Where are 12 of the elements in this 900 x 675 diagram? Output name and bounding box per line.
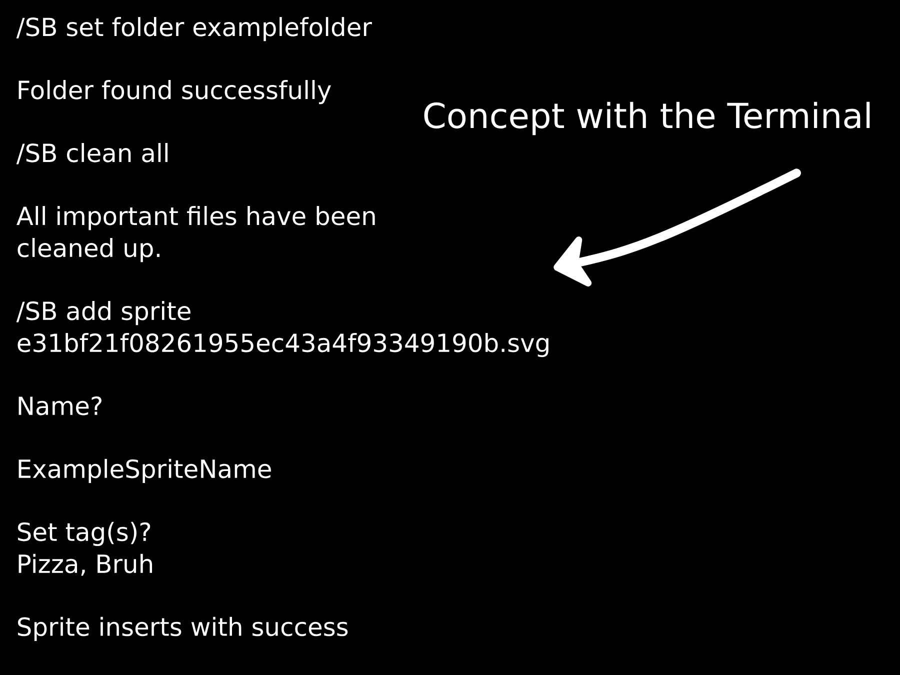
arrow	[554, 168, 801, 286]
terminal-text: Name?	[18, 396, 102, 416]
terminal-text: All important files have been cleaned up.	[16, 206, 375, 262]
terminal-text: Set tag(s)?	[18, 522, 150, 546]
terminal-text: Pizza, Bruh	[18, 554, 152, 576]
terminal-text: /SB add sprite e31bf21f08261955ec43a4f93349190b.svg	[16, 300, 548, 358]
terminal-text: /SB set folder examplefolder	[16, 17, 372, 42]
terminal-text: Folder found successfully	[18, 80, 331, 104]
title-text: Concept with the Terminal	[424, 102, 870, 136]
terminal-text: ExampleSpriteName	[18, 458, 271, 484]
terminal-text: Sprite inserts with success	[18, 616, 348, 641]
terminal-text: /SB clean all	[16, 143, 168, 164]
